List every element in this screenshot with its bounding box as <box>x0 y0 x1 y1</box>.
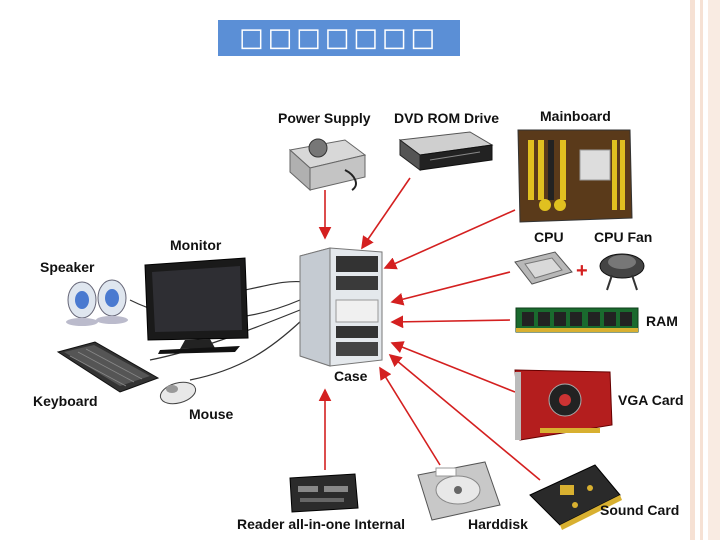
case-image <box>299 247 383 367</box>
arrow-cpu <box>390 271 511 306</box>
monitor-image <box>144 257 249 354</box>
label-harddisk: Harddisk <box>468 516 528 532</box>
label-vga-card: VGA Card <box>618 392 684 408</box>
label-keyboard: Keyboard <box>33 393 98 409</box>
slide-title: □□□□□□□ <box>218 20 460 56</box>
cpu-image <box>514 251 573 285</box>
label-cpu-fan: CPU Fan <box>594 229 653 245</box>
label-card-reader: Reader all-in-one Internal <box>237 516 406 532</box>
arrow-mainboard <box>383 209 516 270</box>
label-plus: + <box>576 260 588 282</box>
mouse-image <box>159 381 197 405</box>
label-dvd-rom: DVD ROM Drive <box>394 110 500 126</box>
arrow-vga <box>390 341 516 393</box>
label-power-supply: Power Supply <box>278 110 371 126</box>
label-mainboard: Mainboard <box>540 108 611 124</box>
label-mouse: Mouse <box>189 406 234 422</box>
harddisk-image <box>417 461 501 521</box>
label-cpu: CPU <box>534 229 564 245</box>
label-ram: RAM <box>646 313 678 329</box>
connection-arrows <box>318 177 541 481</box>
label-monitor: Monitor <box>170 237 222 253</box>
vga-card-image <box>514 369 613 441</box>
arrow-dvd-rom <box>361 177 411 250</box>
arrow-ram <box>390 315 511 329</box>
sound-card-image <box>529 464 622 530</box>
card-reader-image <box>289 473 359 513</box>
decor-stripe <box>708 0 720 540</box>
speakers-image <box>66 279 128 326</box>
power-supply-image <box>288 138 367 192</box>
keyboard-image <box>56 341 160 393</box>
arrow-sound <box>388 353 541 481</box>
label-sound-card: Sound Card <box>600 502 680 518</box>
dvd-drive-image <box>398 131 494 171</box>
decor-stripe <box>690 0 695 540</box>
mainboard-image <box>517 129 633 223</box>
ram-image <box>515 307 639 333</box>
decor-stripe <box>700 0 703 540</box>
arrow-harddisk <box>379 366 441 466</box>
cpu-fan-image <box>599 253 645 291</box>
label-speaker: Speaker <box>40 259 95 275</box>
label-case: Case <box>334 368 368 384</box>
